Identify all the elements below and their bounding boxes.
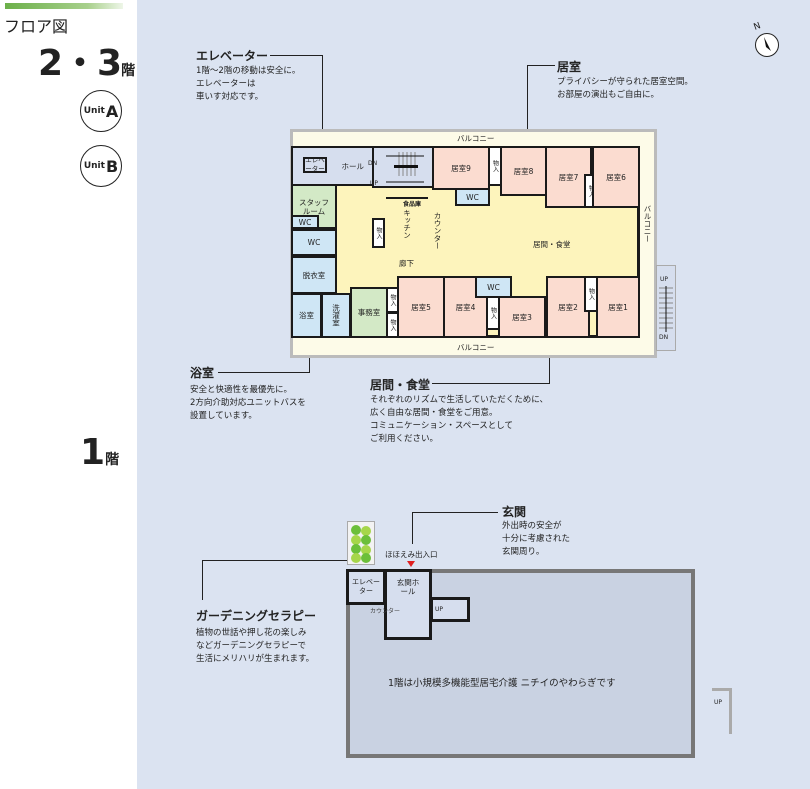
compass-icon: [755, 33, 779, 57]
entrance-callout-desc: 外出時の安全が 十分に考慮された 玄関周り。: [502, 521, 571, 557]
garden-callout-title: ガーデニングセラピー: [196, 609, 317, 623]
entrance-marker-icon: [407, 561, 415, 567]
stairs-outside-1f: UP: [712, 688, 732, 734]
balcony-top-label: バルコニー: [457, 134, 495, 143]
living-dining-label: 居間・食堂: [533, 240, 571, 249]
floor1-note: 1階は小規模多機能型居宅介護 ニチイのやわらぎです: [388, 678, 616, 689]
closet: 物入: [488, 146, 502, 186]
floor-label-1: 1階: [80, 432, 120, 473]
elevator-callout-desc: 1階～2階の移動は安全に。 エレベーターは 車いす対応です。: [196, 66, 301, 102]
laundry-room: 洗濯室: [321, 293, 351, 338]
stairs-1f: UP: [430, 597, 470, 622]
balcony-bottom-label: バルコニー: [457, 343, 495, 352]
bath-callout-desc: 安全と快適性を最優先に。 2方向介助対応ユニットバスを 設置しています。: [190, 385, 306, 421]
elevator-callout-title: エレベーター: [196, 49, 269, 63]
room-8: 居室8: [500, 146, 547, 196]
corridor-label: 廊下: [399, 259, 414, 268]
wc-top: WC: [455, 188, 490, 206]
room-2: 居室2: [546, 276, 590, 338]
living-callout-title: 居間・食堂: [370, 378, 431, 392]
dressing-room: 脱衣室: [291, 256, 337, 294]
room-1: 居室1: [596, 276, 640, 338]
bath-callout-title: 浴室: [190, 366, 215, 380]
garden-icon: [347, 521, 375, 565]
entrance-door-label: ほほえみ出入口: [385, 550, 438, 559]
page-title: フロア図: [4, 17, 69, 36]
wc-small: WC: [291, 215, 319, 229]
room-callout-title: 居室: [557, 60, 582, 74]
elevator-1f: エレベーター: [346, 569, 386, 605]
wc-bottom: WC: [475, 276, 512, 298]
elevator: エレベーター: [303, 156, 327, 173]
bathroom: 浴室: [291, 293, 322, 338]
room-callout-desc: プライバシーが守られた居室空間。 お部屋の演出もご自由に。: [557, 77, 693, 100]
entrance-callout-title: 玄関: [502, 505, 527, 519]
counter-label: カウンター: [433, 212, 442, 250]
wc: WC: [291, 229, 337, 256]
living-callout-desc: それぞれのリズムで生活していただくために、 広く自由な居間・食堂をご用意。 コミ…: [370, 395, 548, 444]
room-5: 居室5: [397, 276, 445, 338]
garden-callout-desc: 植物の世話や押し花の楽しみ などガーデニングセラピーで 生活にメリハリが生まれま…: [196, 628, 315, 664]
closet: 物入: [372, 218, 385, 248]
room-3: 居室3: [498, 296, 546, 338]
counter-1f-label: カウンター: [370, 608, 401, 615]
pantry-label: 食品庫: [403, 201, 422, 208]
header-accent-bar: [5, 3, 123, 9]
room-6: 居室6: [592, 146, 640, 208]
entrance-hall: 玄関ホール: [384, 569, 432, 640]
balcony-right-label: バルコニー: [643, 205, 652, 243]
office: 事務室: [350, 287, 388, 338]
room-9: 居室9: [432, 146, 490, 190]
floor-label-2-3: 2・3階: [38, 43, 135, 84]
kitchen: キッチン: [386, 197, 428, 249]
